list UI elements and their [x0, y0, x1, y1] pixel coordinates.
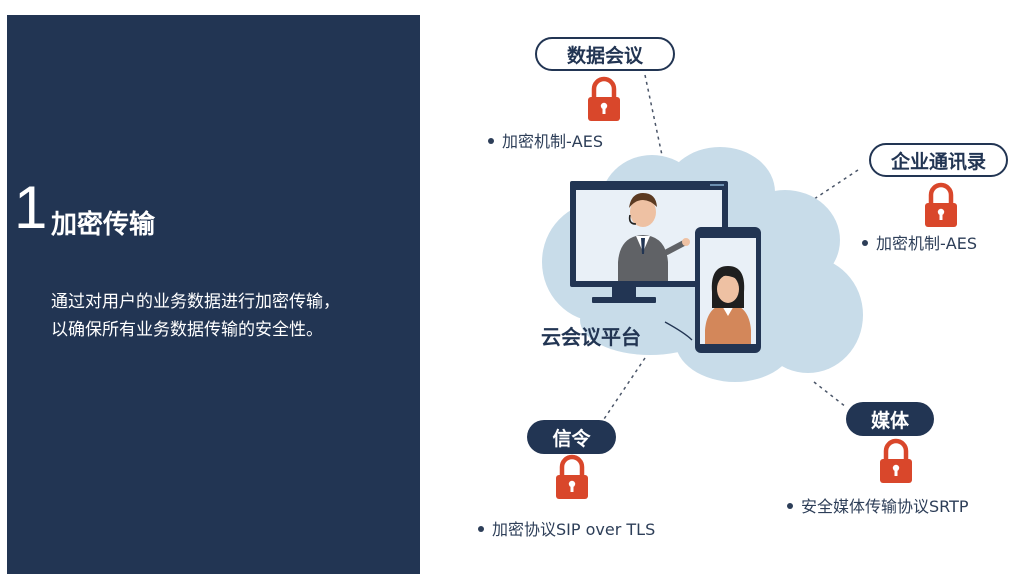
node-media: 媒体 [846, 402, 934, 436]
connector-media [813, 381, 847, 408]
bullet-dot [478, 525, 484, 532]
platform-label: 云会议平台 [541, 325, 641, 349]
connector-lines [599, 74, 859, 426]
woman-avatar [705, 266, 751, 344]
bullet-signaling: 加密协议SIP over TLS [478, 516, 655, 540]
bullet-text: 加密协议SIP over TLS [492, 520, 656, 539]
bullet-text: 加密机制-AES [876, 234, 977, 253]
lock-icon-data-meeting [588, 79, 620, 121]
connector-data-meeting [644, 74, 664, 161]
decorative-curve [664, 321, 693, 341]
bullet-dot [862, 239, 868, 246]
section-number: 1 [14, 174, 48, 241]
node-data-meeting: 数据会议 [535, 37, 675, 71]
description-line-1: 通过对用户的业务数据进行加密传输， [51, 292, 340, 312]
lock-icon-address-book [925, 185, 957, 227]
bullet-data-meeting: 加密机制-AES [488, 128, 603, 152]
lock-icon-signaling [556, 457, 588, 499]
bullet-media: 安全媒体传输协议SRTP [787, 493, 969, 517]
description-line-2: 以确保所有业务数据传输的安全性。 [51, 320, 323, 340]
bullet-text: 加密机制-AES [502, 132, 603, 151]
left-panel [7, 15, 420, 574]
section-description: 通过对用户的业务数据进行加密传输， 以确保所有业务数据传输的安全性。 [51, 288, 411, 344]
phone-icon [695, 227, 761, 353]
bullet-address-book: 加密机制-AES [862, 230, 977, 254]
node-signaling: 信令 [527, 420, 616, 454]
bullet-dot [488, 137, 494, 144]
bullet-text: 安全媒体传输协议SRTP [801, 497, 969, 516]
man-avatar [618, 193, 690, 281]
section-title: 加密传输 [51, 210, 156, 240]
bullet-dot [787, 502, 793, 509]
lock-icon-media [880, 441, 912, 483]
node-address-book: 企业通讯录 [869, 143, 1008, 177]
connector-signaling [599, 357, 646, 426]
